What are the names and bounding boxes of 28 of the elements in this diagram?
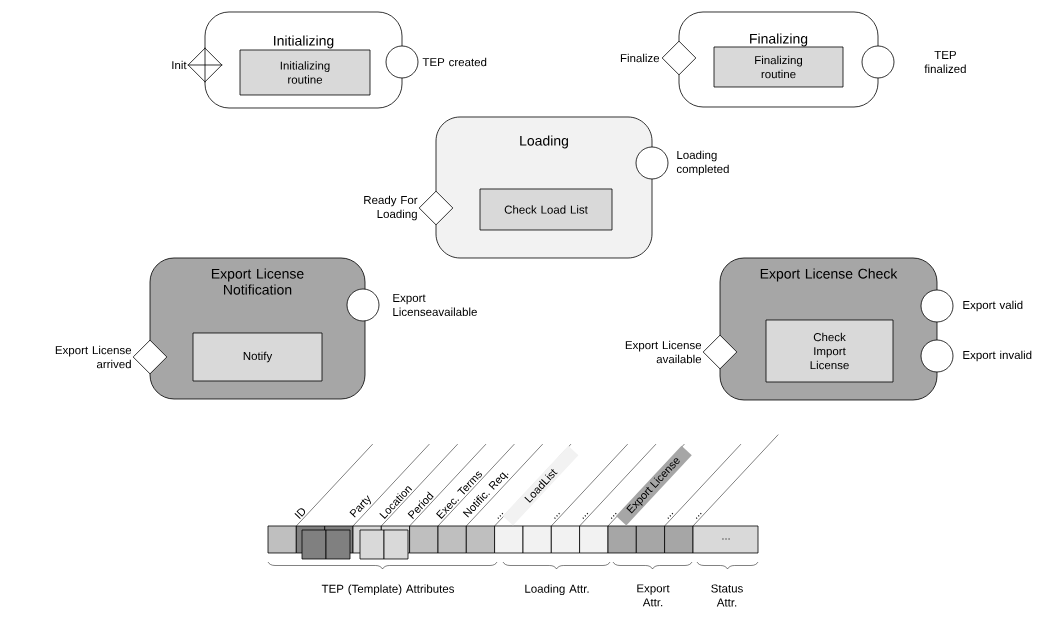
activity-box: Initializing routine <box>239 49 371 96</box>
event-label: Export valid <box>963 300 1023 312</box>
group-label: TEP (Template) Attributes <box>321 584 455 596</box>
activity-box: Notify <box>192 332 323 382</box>
attribute-label: ... <box>610 512 617 519</box>
event-label: Ready For Loading <box>364 195 418 221</box>
activity-box: Check Import License <box>765 319 894 383</box>
event-label: TEP created <box>422 57 487 67</box>
attribute-label: ... <box>554 512 560 519</box>
group-label: Status Attr. <box>711 584 743 607</box>
event-label: Loading completed <box>676 150 729 176</box>
activity-box: Check Load List <box>479 188 613 231</box>
group-label: Export Attr. <box>637 584 670 607</box>
attribute-label: ... <box>695 512 702 519</box>
event-label: Init <box>172 60 187 70</box>
attribute-label: ... <box>497 512 504 519</box>
event-label: Export Licenseavailable <box>393 294 477 316</box>
attribute-label: ID <box>294 508 306 519</box>
event-label: Finalize <box>620 53 660 63</box>
event-label: Export License arrived <box>55 345 132 369</box>
cell-label: ... <box>722 538 730 540</box>
group-label: Loading Attr. <box>525 584 589 596</box>
event-label: Export invalid <box>963 350 1032 362</box>
attribute-label: ... <box>582 512 589 519</box>
attribute-label: ... <box>667 512 674 519</box>
event-label: TEP finalized <box>924 51 966 73</box>
activity-box: Finalizing routine <box>713 46 844 88</box>
event-label: Export License available <box>625 340 702 364</box>
